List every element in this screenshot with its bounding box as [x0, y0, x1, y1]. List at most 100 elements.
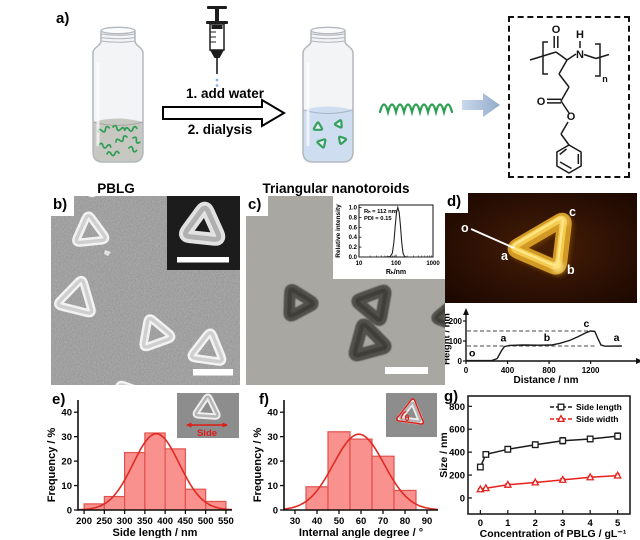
svg-text:600: 600: [449, 425, 465, 436]
panel-e-label: e): [52, 391, 66, 408]
inset-theta-label: θ: [405, 413, 410, 423]
svg-text:0: 0: [67, 506, 72, 517]
svg-text:400: 400: [157, 516, 173, 527]
repeat-n: n: [602, 74, 608, 84]
svg-text:0: 0: [464, 366, 469, 375]
svg-text:100: 100: [449, 337, 463, 346]
svg-text:Size / nm: Size / nm: [438, 432, 450, 478]
atom-h: H: [576, 29, 584, 41]
svg-text:1.0: 1.0: [349, 205, 358, 211]
svg-text:100: 100: [391, 261, 402, 267]
afm-marker-b: b: [567, 263, 575, 277]
svg-text:90: 90: [422, 516, 433, 527]
svg-text:300: 300: [117, 516, 133, 527]
atom-n: N: [576, 49, 584, 61]
svg-text:a: a: [500, 333, 506, 345]
svg-text:0.6: 0.6: [349, 225, 358, 231]
panel-b-label: b): [51, 196, 75, 216]
sem-image-pblg: b): [51, 196, 240, 385]
svg-text:60: 60: [356, 516, 367, 527]
svg-text:1000: 1000: [426, 261, 440, 267]
internal-angle-inset: θ: [386, 393, 437, 437]
step-add-water: 1. add water: [185, 86, 265, 101]
svg-text:0.8: 0.8: [349, 215, 358, 221]
svg-text:0: 0: [273, 506, 278, 517]
svg-text:350: 350: [137, 516, 153, 527]
svg-text:3: 3: [560, 518, 565, 529]
svg-text:Frequency / %: Frequency / %: [252, 427, 264, 502]
svg-text:1: 1: [505, 518, 511, 529]
pblg-structure: O H N n O O: [529, 24, 610, 174]
svg-text:30: 30: [290, 516, 301, 527]
svg-text:20: 20: [267, 457, 278, 468]
svg-text:Distance / nm: Distance / nm: [513, 375, 578, 385]
svg-text:Concentration of PBLG / gL⁻¹: Concentration of PBLG / gL⁻¹: [480, 528, 627, 540]
svg-text:0: 0: [460, 493, 465, 504]
step-dialysis: 2. dialysis: [187, 122, 253, 137]
svg-text:450: 450: [177, 516, 193, 527]
panel-f-label: f): [259, 391, 269, 408]
svg-text:o: o: [469, 348, 475, 360]
side-length-inset: Side: [177, 393, 239, 438]
svg-text:2: 2: [533, 518, 538, 529]
svg-text:b: b: [544, 332, 550, 344]
panel-a-label: a): [56, 10, 70, 27]
sem-inset: [167, 196, 240, 270]
svg-text:Height / nm: Height / nm: [445, 313, 453, 365]
svg-text:10: 10: [61, 481, 72, 492]
syringe-icon: [206, 6, 228, 87]
svg-text:200: 200: [76, 516, 92, 527]
svg-text:Internal angle degree / °: Internal angle degree / °: [299, 527, 423, 538]
panel-d-label: d): [445, 193, 469, 213]
afm-triangle: [445, 193, 637, 303]
panel-g-label: g): [444, 388, 459, 405]
svg-text:Frequency / %: Frequency / %: [46, 427, 58, 502]
svg-text:Side length / nm: Side length / nm: [113, 527, 198, 538]
svg-text:c: c: [584, 318, 590, 330]
svg-text:40: 40: [312, 516, 323, 527]
afm-marker-c: c: [569, 205, 576, 219]
svg-text:0.4: 0.4: [349, 235, 358, 241]
caption-nanotoroids: Triangular nanotoroids: [262, 181, 410, 196]
panel-a-illustration: [92, 6, 500, 163]
afm-marker-a: a: [501, 249, 508, 263]
scale-bar: [193, 369, 233, 376]
caption-pblg: PBLG: [97, 181, 135, 196]
afm-marker-o: o: [461, 221, 469, 235]
sem-triangles: [51, 196, 240, 385]
unfold-arrow-icon: [462, 93, 500, 117]
reaction-arrow-icon: [162, 98, 286, 128]
svg-text:10: 10: [267, 481, 278, 492]
chemical-structure-box: O H N n O O: [508, 16, 630, 178]
atom-o: O: [552, 24, 561, 36]
svg-text:Rₕ = 112 nm: Rₕ = 112 nm: [364, 209, 397, 215]
svg-text:30: 30: [61, 432, 72, 443]
svg-text:Side length: Side length: [576, 402, 622, 412]
svg-text:Relative intensity: Relative intensity: [335, 204, 342, 258]
svg-text:40: 40: [267, 408, 278, 419]
jar-pblg-icon: [92, 26, 144, 163]
svg-text:4: 4: [588, 518, 594, 529]
svg-text:5: 5: [615, 518, 621, 529]
jar-nanotoroids-icon: [302, 26, 354, 163]
atom-o-double: O: [537, 96, 546, 108]
svg-text:30: 30: [267, 432, 278, 443]
svg-text:0.0: 0.0: [349, 255, 358, 261]
svg-text:800: 800: [449, 402, 465, 413]
svg-text:70: 70: [378, 516, 389, 527]
scale-bar: [385, 367, 428, 374]
svg-text:1200: 1200: [582, 366, 600, 375]
svg-text:500: 500: [198, 516, 214, 527]
svg-text:550: 550: [218, 516, 234, 527]
svg-text:250: 250: [96, 516, 112, 527]
svg-text:200: 200: [449, 317, 463, 326]
svg-text:400: 400: [449, 448, 465, 459]
inset-side-label: Side: [197, 428, 217, 438]
helix-icon: [378, 103, 454, 117]
panel-c-label: c): [246, 196, 269, 216]
